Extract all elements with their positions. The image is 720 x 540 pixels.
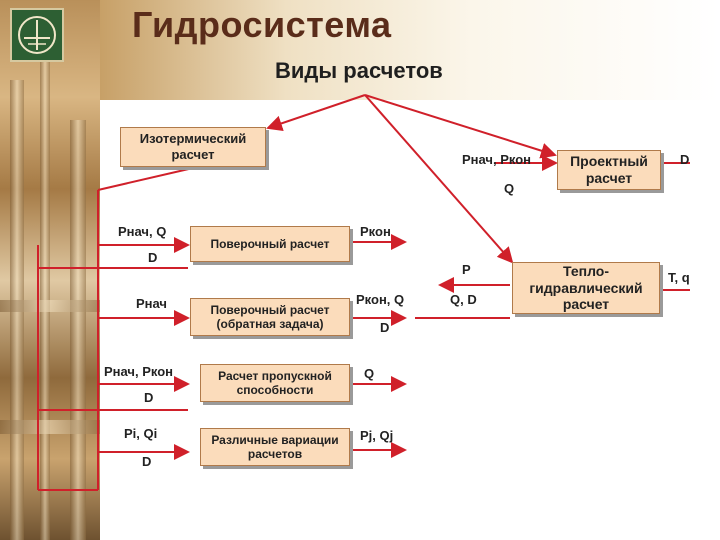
label-pnach-2: Pнач bbox=[136, 296, 167, 311]
label-q-d: Q, D bbox=[450, 292, 477, 307]
logo bbox=[10, 8, 64, 62]
label-pkon-q: Pкон, Q bbox=[356, 292, 405, 307]
label-pnach-pkon-3: Pнач, Pкон bbox=[104, 364, 173, 379]
design-label: Проектный расчет bbox=[570, 153, 648, 186]
arrow-to-design bbox=[364, 94, 557, 159]
label-pi-qi: Pi, Qi bbox=[124, 426, 158, 441]
check-inverse-box: Поверочный расчет (обратная задача) bbox=[190, 298, 350, 336]
label-q-3: Q bbox=[364, 366, 375, 381]
arrow-to-thermohydraulic bbox=[364, 94, 514, 264]
label-pkon-1: Pкон bbox=[360, 224, 391, 239]
label-pj-qj: Pj, Qj bbox=[360, 428, 394, 443]
decorative-pipes-panel bbox=[0, 0, 100, 540]
isothermal-box: Изотермический расчет bbox=[120, 127, 266, 167]
label-q-top: Q bbox=[504, 181, 515, 196]
label-d-4: D bbox=[142, 454, 152, 469]
label-d-2: D bbox=[380, 320, 390, 335]
variations-box: Различные вариации расчетов bbox=[200, 428, 350, 466]
check-inverse-label: Поверочный расчет (обратная задача) bbox=[210, 302, 330, 331]
variations-label: Различные вариации расчетов bbox=[211, 432, 339, 461]
check-label: Поверочный расчет bbox=[210, 236, 330, 251]
throughput-label: Расчет пропускной способности bbox=[218, 368, 332, 397]
check-box: Поверочный расчет bbox=[190, 226, 350, 262]
design-box: Проектный расчет bbox=[557, 150, 661, 190]
page-subtitle: Виды расчетов bbox=[275, 58, 443, 83]
label-pnach-q: Pнач, Q bbox=[118, 224, 167, 239]
isothermal-label: Изотермический расчет bbox=[139, 131, 247, 162]
label-d-3: D bbox=[144, 390, 154, 405]
header-background bbox=[100, 0, 720, 100]
label-d-1: D bbox=[148, 250, 158, 265]
label-p: P bbox=[462, 262, 471, 277]
thermohydraulic-box: Тепло-гидравлический расчет bbox=[512, 262, 660, 314]
thermohydraulic-label: Тепло-гидравлический расчет bbox=[529, 262, 643, 313]
label-t-q: T, q bbox=[668, 270, 690, 285]
label-pnach-pkon-top: Pнач, Pкон bbox=[462, 152, 531, 167]
arrow-to-isothermal bbox=[266, 94, 366, 132]
throughput-box: Расчет пропускной способности bbox=[200, 364, 350, 402]
label-d-right: D bbox=[680, 152, 690, 167]
page-title: Гидросистема bbox=[132, 4, 392, 45]
isothermal-to-trunk bbox=[97, 167, 194, 191]
